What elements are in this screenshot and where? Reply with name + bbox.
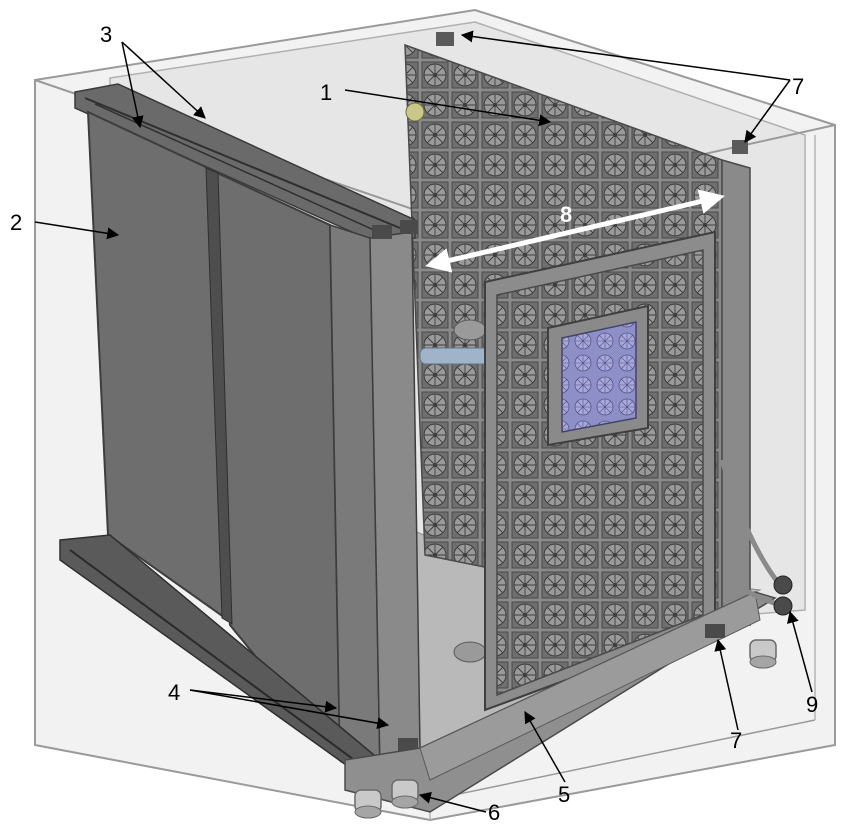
pipe-mount-top (453, 319, 487, 341)
label-7-bottom: 7 (730, 728, 742, 753)
top-clamp-right (732, 140, 748, 154)
drain-tray-front (419, 591, 761, 781)
leader-arrows (34, 30, 813, 813)
top-clamp-left (436, 32, 454, 46)
panel-wall (59, 83, 421, 776)
label-5: 5 (558, 782, 570, 807)
door (484, 230, 716, 712)
connector (773, 575, 793, 595)
dimension-arrow (425, 189, 725, 273)
top-corner-clamp (400, 220, 418, 234)
leader-7a (460, 30, 791, 81)
leader-1 (344, 89, 552, 127)
outlet-tubes (354, 639, 777, 819)
leader-4b (189, 689, 338, 713)
leader-7b (744, 79, 791, 143)
outlet-tube-end (391, 795, 419, 809)
leader-2 (34, 221, 120, 240)
leader-3b (121, 41, 206, 119)
label-7-top: 7 (792, 74, 804, 99)
bottom-right-clamp (705, 624, 725, 638)
leader-6 (418, 791, 487, 813)
panel-divider (205, 167, 233, 625)
label-1: 1 (320, 80, 332, 105)
outlet-tube-end (749, 655, 777, 669)
leader-3a (121, 41, 144, 129)
leader-5 (524, 710, 566, 783)
label-2: 2 (10, 210, 22, 235)
leader-7c (714, 638, 739, 731)
connector (773, 596, 793, 616)
top-corner-clamp (372, 225, 392, 239)
absorber-wall-edge (721, 159, 751, 627)
label-8: 8 (560, 202, 572, 227)
window-glass (561, 321, 637, 433)
rail-groove (69, 549, 366, 769)
panel-top-rail (74, 83, 416, 241)
label-3: 3 (100, 22, 112, 47)
leader-4a (189, 689, 390, 730)
label-4: 4 (168, 680, 180, 705)
sensor-cylinder (405, 102, 425, 122)
outlet-tube-end (354, 805, 382, 819)
leader-9 (787, 610, 813, 693)
cable (719, 459, 782, 587)
pipe-mount-bottom (453, 641, 487, 663)
enclosure-edge (429, 719, 816, 801)
label-6: 6 (488, 800, 500, 825)
label-9: 9 (806, 692, 818, 717)
